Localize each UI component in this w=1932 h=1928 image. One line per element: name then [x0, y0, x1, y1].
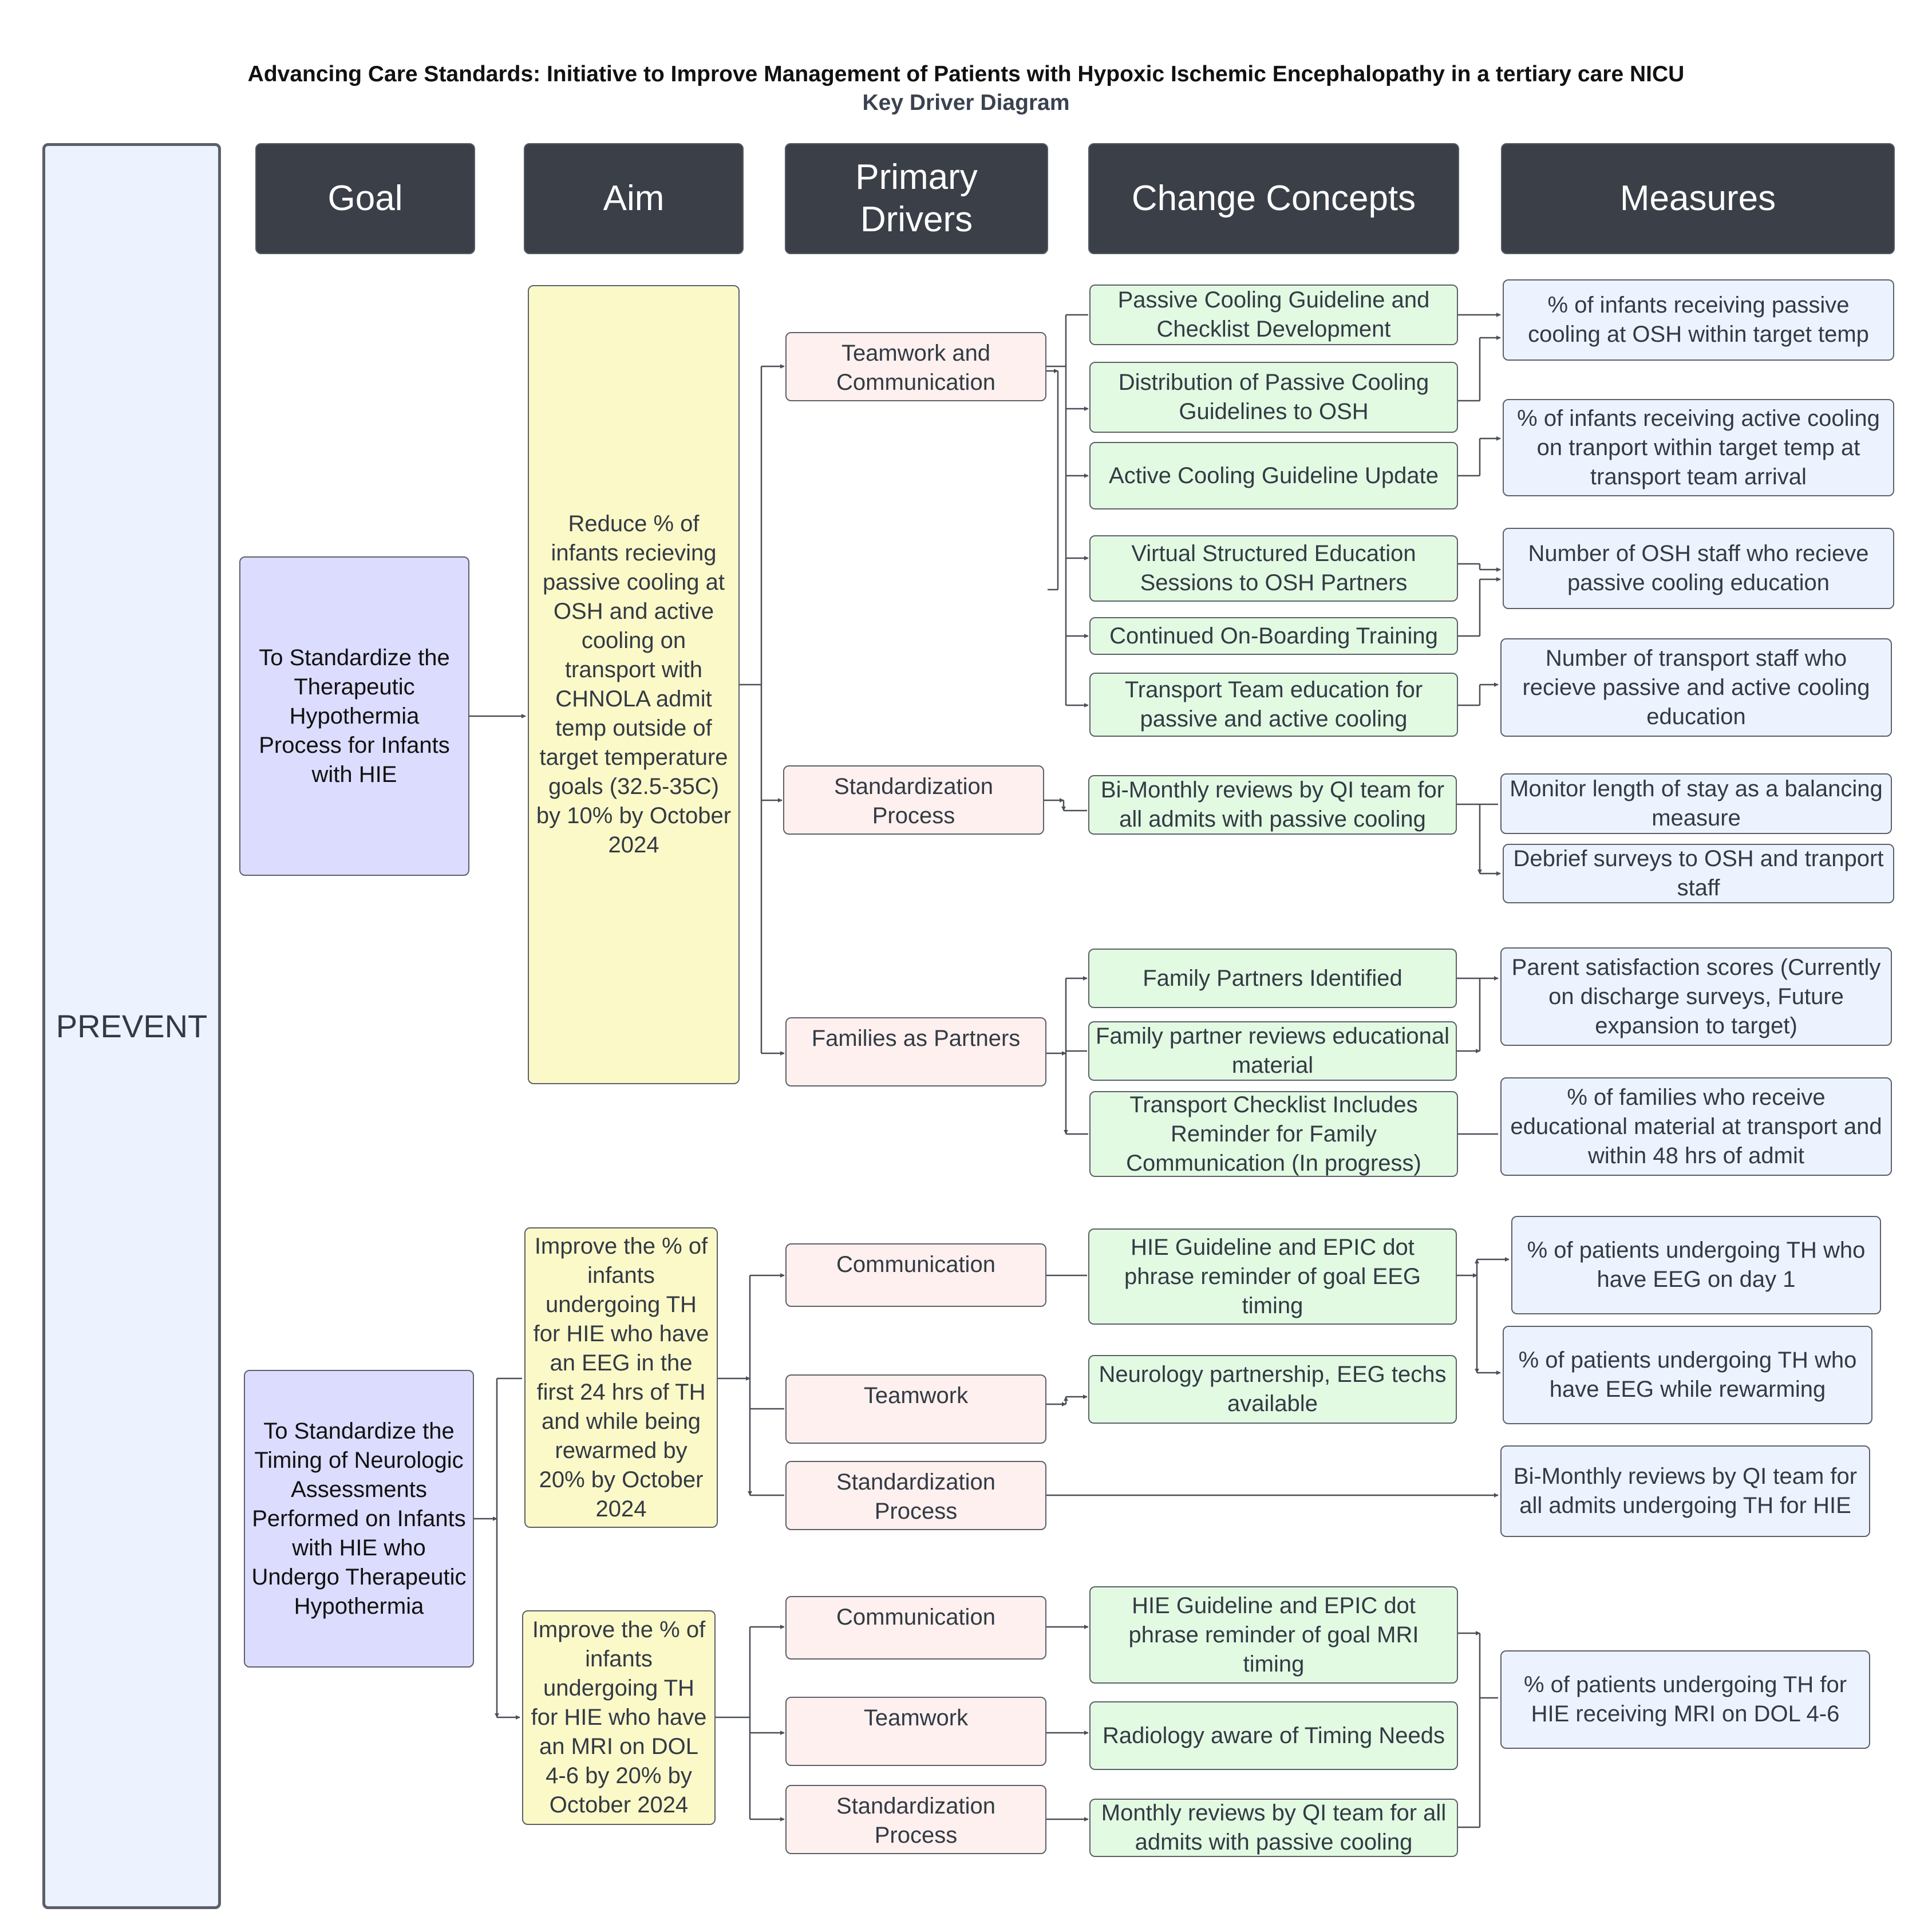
- goal-neurologic-assessments: To Standardize the Timing of Neurologic …: [244, 1370, 474, 1668]
- change-active-cooling-update: Active Cooling Guideline Update: [1089, 442, 1458, 509]
- measure-osh-staff-education: Number of OSH staff who recieve passive …: [1503, 528, 1894, 609]
- measure-families-educational-material: % of families who receive educational ma…: [1500, 1077, 1892, 1176]
- header-aim: Aim: [524, 143, 744, 254]
- header-change-concepts: Change Concepts: [1088, 143, 1459, 254]
- change-bimonthly-reviews: Bi-Monthly reviews by QI team for all ad…: [1088, 775, 1457, 835]
- measure-transport-staff-education: Number of transport staff who recieve pa…: [1500, 638, 1892, 737]
- header-measures: Measures: [1501, 143, 1895, 254]
- measure-passive-cooling-target: % of infants receiving passive cooling a…: [1503, 279, 1894, 361]
- change-family-reviews-material: Family partner reviews educational mater…: [1088, 1021, 1457, 1081]
- change-transport-checklist: Transport Checklist Includes Reminder fo…: [1089, 1091, 1458, 1177]
- change-family-partners-identified: Family Partners Identified: [1088, 949, 1457, 1008]
- driver-teamwork-eeg: Teamwork: [785, 1374, 1046, 1444]
- driver-communication-eeg: Communication: [785, 1243, 1046, 1307]
- driver-standardization-mri: Standardization Process: [785, 1785, 1046, 1854]
- measure-eeg-rewarming: % of patients undergoing TH who have EEG…: [1503, 1326, 1872, 1424]
- aim-eeg-timing: Improve the % of infants undergoing TH f…: [524, 1227, 718, 1528]
- driver-teamwork-communication: Teamwork and Communication: [785, 332, 1046, 401]
- change-neurology-partnership: Neurology partnership, EEG techs availab…: [1088, 1355, 1457, 1424]
- driver-families-as-partners: Families as Partners: [785, 1017, 1046, 1087]
- change-distribution-guidelines: Distribution of Passive Cooling Guidelin…: [1089, 362, 1458, 433]
- header-goal: Goal: [255, 143, 475, 254]
- measure-debrief-surveys: Debrief surveys to OSH and tranport staf…: [1503, 844, 1894, 903]
- driver-standardization-process: Standardization Process: [783, 765, 1044, 835]
- measure-length-of-stay: Monitor length of stay as a balancing me…: [1500, 773, 1892, 834]
- measure-bimonthly-reviews-th: Bi-Monthly reviews by QI team for all ad…: [1500, 1445, 1870, 1537]
- change-virtual-education: Virtual Structured Education Sessions to…: [1089, 535, 1458, 602]
- change-radiology-aware: Radiology aware of Timing Needs: [1089, 1701, 1458, 1770]
- change-mri-guideline: HIE Guideline and EPIC dot phrase remind…: [1089, 1586, 1458, 1684]
- goal-therapeutic-hypothermia: To Standardize the Therapeutic Hypotherm…: [239, 556, 469, 876]
- change-onboarding-training: Continued On-Boarding Training: [1089, 617, 1458, 655]
- driver-communication-mri: Communication: [785, 1596, 1046, 1660]
- prevent-label: PREVENT: [42, 143, 221, 1909]
- driver-standardization-eeg: Standardization Process: [785, 1461, 1046, 1530]
- measure-parent-satisfaction: Parent satisfaction scores (Currently on…: [1500, 947, 1892, 1046]
- change-monthly-reviews: Monthly reviews by QI team for all admit…: [1089, 1799, 1458, 1857]
- diagram-subtitle: Key Driver Diagram: [862, 90, 1070, 115]
- measure-mri-dol-4-6: % of patients undergoing TH for HIE rece…: [1500, 1650, 1870, 1749]
- aim-cooling-temperature: Reduce % of infants recieving passive co…: [528, 285, 740, 1084]
- change-eeg-guideline: HIE Guideline and EPIC dot phrase remind…: [1088, 1228, 1457, 1325]
- aim-mri-timing: Improve the % of infants undergoing TH f…: [522, 1610, 716, 1825]
- change-passive-cooling-guideline: Passive Cooling Guideline and Checklist …: [1089, 285, 1458, 345]
- measure-active-cooling-target: % of infants receiving active cooling on…: [1503, 399, 1894, 496]
- change-transport-education: Transport Team education for passive and…: [1089, 673, 1458, 737]
- measure-eeg-day-1: % of patients undergoing TH who have EEG…: [1511, 1216, 1881, 1314]
- diagram-title: Advancing Care Standards: Initiative to …: [247, 62, 1685, 86]
- header-primary-drivers: Primary Drivers: [785, 143, 1048, 254]
- driver-teamwork-mri: Teamwork: [785, 1697, 1046, 1766]
